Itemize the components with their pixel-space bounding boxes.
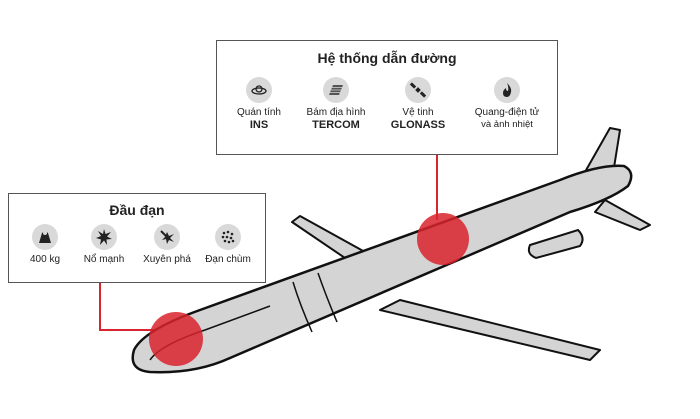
guidance-panel: Hệ thống dẫn đường Quán tính INS Bám địa… bbox=[216, 40, 558, 155]
explosion-icon bbox=[91, 224, 117, 250]
guidance-highlight-circle bbox=[417, 213, 469, 265]
tail-bottom-fin bbox=[594, 199, 651, 231]
lower-wing bbox=[379, 299, 601, 361]
guidance-item-label-line2: và ảnh nhiệt bbox=[481, 119, 533, 130]
warhead-connector-line bbox=[99, 283, 160, 331]
guidance-item-code: INS bbox=[249, 119, 269, 131]
guidance-panel-title: Hệ thống dẫn đường bbox=[317, 50, 457, 66]
guidance-item-label: Bám địa hình bbox=[306, 107, 366, 118]
body-seam-2 bbox=[317, 272, 338, 323]
warhead-panel-title: Đầu đạn bbox=[109, 202, 165, 218]
terrain-map-icon bbox=[323, 77, 349, 103]
guidance-item-label-line1: Quang-điện tử bbox=[474, 107, 540, 118]
guidance-item-code: GLONASS bbox=[390, 119, 446, 131]
warhead-item-weight: 400 kg bbox=[15, 224, 75, 266]
guidance-item-ins: Quán tính INS bbox=[223, 77, 295, 131]
warhead-item-high-explosive: Nổ mạnh bbox=[73, 224, 135, 266]
upper-wing bbox=[291, 215, 366, 259]
guidance-item-tercom: Bám địa hình TERCOM bbox=[295, 77, 377, 131]
warhead-item-cluster: Đạn chùm bbox=[197, 224, 259, 266]
weight-icon bbox=[32, 224, 58, 250]
body-seam-1 bbox=[292, 281, 313, 333]
warhead-highlight-circle bbox=[149, 312, 203, 366]
guidance-item-glonass: Vệ tinh GLONASS bbox=[377, 77, 459, 131]
warhead-item-label: Nổ mạnh bbox=[83, 254, 125, 265]
warhead-item-label: Xuyên phá bbox=[143, 254, 191, 265]
guidance-item-label: Quán tính bbox=[237, 107, 281, 118]
guidance-item-code: TERCOM bbox=[312, 119, 360, 131]
penetration-icon bbox=[154, 224, 180, 250]
warhead-item-label: Đạn chùm bbox=[205, 254, 251, 265]
cluster-icon bbox=[215, 224, 241, 250]
gyroscope-icon bbox=[246, 77, 272, 103]
guidance-item-label: Vệ tinh bbox=[402, 107, 434, 118]
satellite-icon bbox=[405, 77, 431, 103]
warhead-item-label: 400 kg bbox=[29, 254, 61, 265]
guidance-item-optical-thermal: Quang-điện tử và ảnh nhiệt bbox=[461, 77, 553, 130]
warhead-panel: Đầu đạn 400 kg Nổ mạnh Xuyên phá bbox=[8, 193, 266, 283]
flame-icon bbox=[494, 77, 520, 103]
missile-fuselage bbox=[131, 164, 633, 374]
warhead-item-penetration: Xuyên phá bbox=[133, 224, 201, 266]
engine-nacelle bbox=[527, 228, 584, 260]
